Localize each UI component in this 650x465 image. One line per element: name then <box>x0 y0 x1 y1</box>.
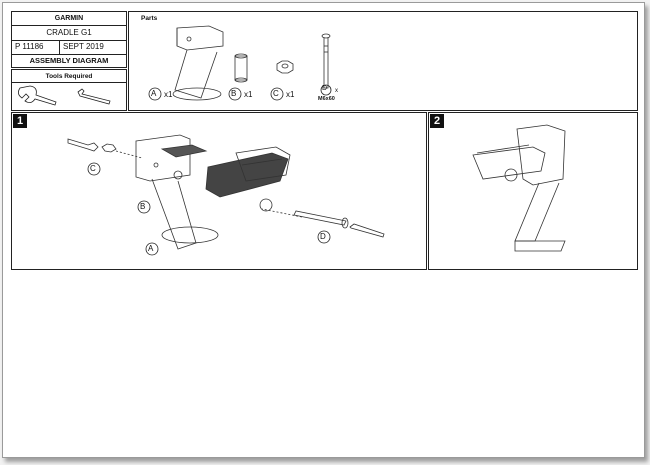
part-number: P 11186 <box>15 42 44 51</box>
step-1-label-d: D <box>320 232 326 241</box>
step-1-label-a: A <box>148 244 154 253</box>
title-block: GARMIN CRADLE G1 P 11186 SEPT 2019 ASSEM… <box>11 11 127 68</box>
tools-heading: Tools Required <box>45 73 93 80</box>
part-b-callout <box>228 87 242 101</box>
part-a-callout <box>148 87 162 101</box>
document-type: ASSEMBLY DIAGRAM <box>29 56 109 65</box>
product-name: CRADLE G1 <box>46 28 92 37</box>
part-b-drawing <box>234 53 248 83</box>
step-1-label-b: B <box>140 202 146 211</box>
part-d-callout <box>320 84 332 96</box>
brand-name: GARMIN <box>54 15 84 22</box>
step-2-drawing <box>472 124 566 252</box>
step-2-number: 2 <box>430 114 444 128</box>
step-1-number: 1 <box>13 114 27 128</box>
part-c-callout <box>270 87 284 101</box>
part-a-letter: A <box>151 89 157 98</box>
part-c-drawing <box>276 60 294 74</box>
step-2-assembly <box>472 124 566 252</box>
parts-heading: Parts <box>141 15 158 22</box>
part-b-letter: B <box>231 89 237 98</box>
tools-block: Tools Required <box>11 69 127 111</box>
part-b-qty: x1 <box>244 90 253 99</box>
parts-drawings <box>148 25 332 101</box>
step-1-assembly <box>67 134 385 250</box>
step-2-panel: 2 <box>428 112 638 270</box>
step-1-panel: 1 <box>11 112 427 270</box>
instruction-sheet: GARMIN CRADLE G1 P 11186 SEPT 2019 ASSEM… <box>2 2 645 458</box>
part-d-letter: D <box>322 85 328 92</box>
part-c-letter: C <box>273 89 279 98</box>
step-1-callout-a <box>145 242 159 256</box>
part-d-drawing <box>321 33 331 89</box>
part-a-qty: x1 <box>164 90 173 99</box>
part-a-drawing <box>172 25 224 101</box>
step-1-drawing <box>67 134 385 256</box>
hex-key-icon <box>77 88 111 105</box>
tools-drawings <box>18 85 111 106</box>
step-1-callout-b <box>137 200 151 214</box>
part-d-qty: x <box>335 88 338 94</box>
step-1-callout-c <box>87 162 101 176</box>
release-date: SEPT 2019 <box>63 42 104 51</box>
step-1-callout-d <box>317 230 331 244</box>
part-d-size: M6x60 <box>318 96 335 102</box>
parts-block: Parts <box>128 11 638 111</box>
step-1-label-c: C <box>90 164 96 173</box>
part-c-qty: x1 <box>286 90 295 99</box>
wrench-icon <box>18 85 57 106</box>
